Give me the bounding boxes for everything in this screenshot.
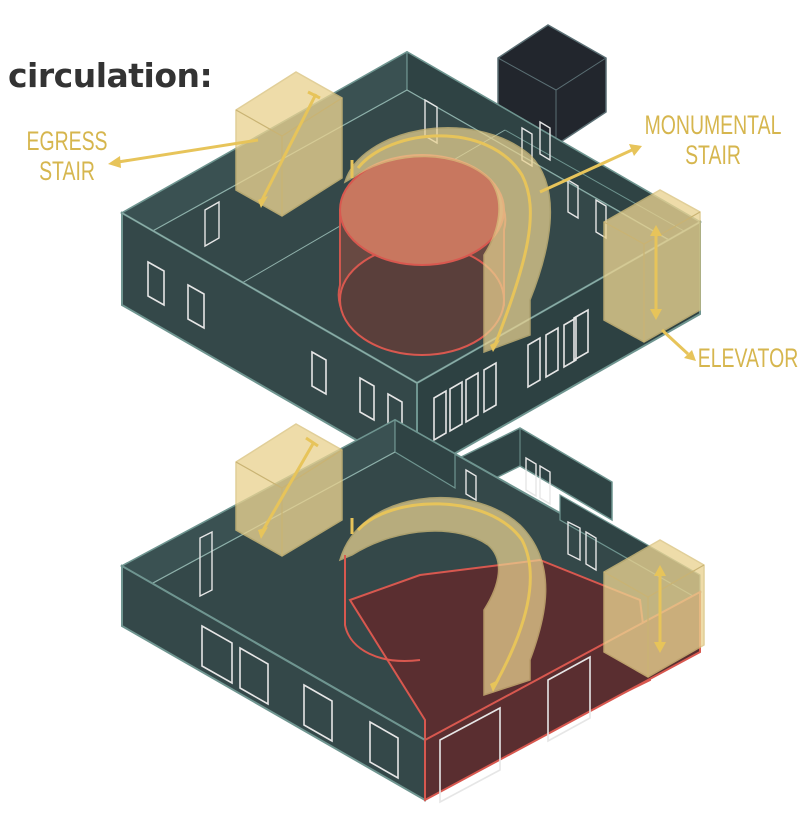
monumental-stair-label-line1: MONUMENTAL (644, 110, 782, 140)
monumental-leader-arrow (539, 148, 633, 194)
lower-floor (119, 418, 705, 804)
lower-back-windows (199, 456, 597, 598)
lower-monumental-stair (338, 497, 547, 697)
elevator-leader-arrow (660, 328, 690, 356)
upper-elevator (603, 189, 701, 343)
lower-elevator (603, 539, 705, 678)
lower-right-doors (439, 655, 591, 804)
egress-stair-label: EGRESS STAIR (20, 126, 114, 186)
upper-egress-stair (235, 71, 343, 217)
page-title: circulation: (8, 56, 213, 95)
upper-monumental-stair (337, 127, 551, 356)
egress-stair-label-line2: STAIR (39, 156, 95, 186)
egress-stair-label-line1: EGRESS (26, 126, 108, 156)
egress-leader-arrow (117, 138, 259, 164)
leader-arrows (108, 138, 696, 361)
lower-left-windows (201, 624, 399, 780)
upper-floor (119, 24, 703, 477)
lower-egress-stair (235, 423, 343, 557)
upper-right-windows (433, 308, 589, 442)
elevator-label: ELEVATOR (697, 343, 799, 373)
monumental-stair-label-line2: STAIR (685, 140, 741, 170)
monumental-stair-label: MONUMENTAL STAIR (637, 110, 788, 170)
upper-back-windows (204, 98, 607, 248)
